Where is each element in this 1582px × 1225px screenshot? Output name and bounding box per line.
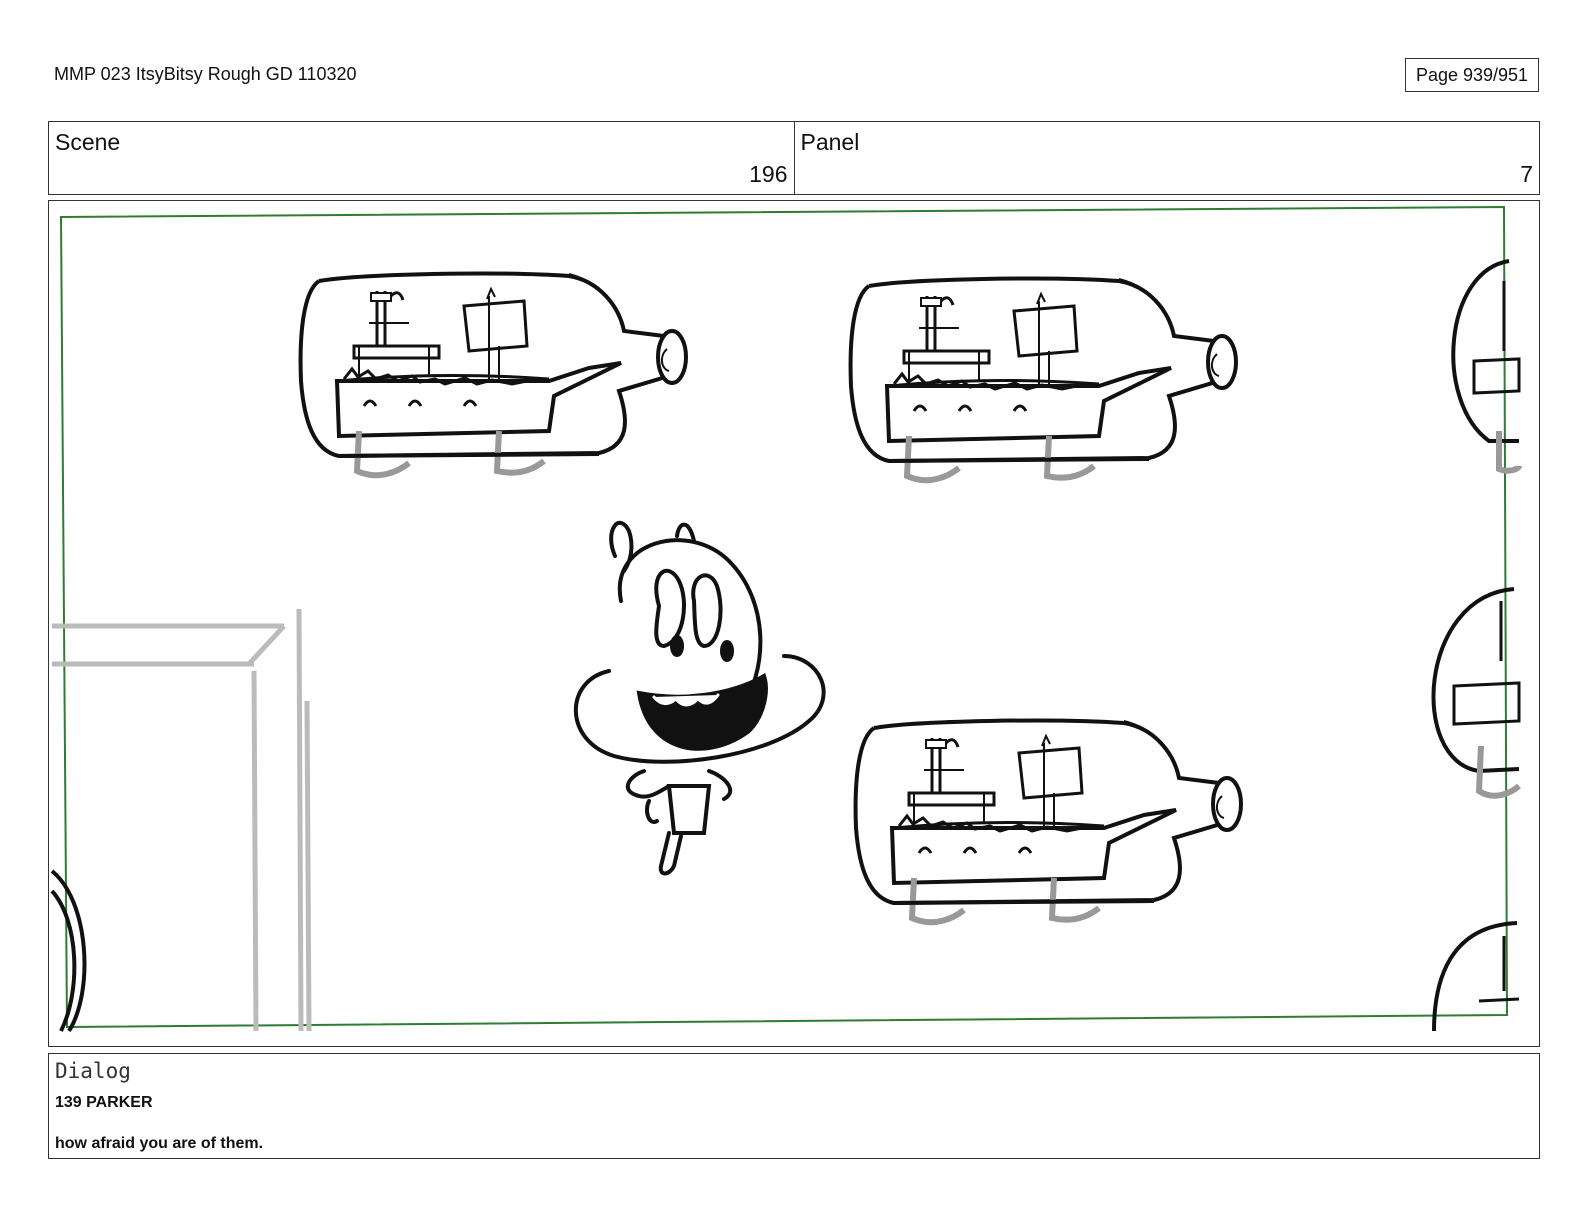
ship-in-bottle-right-edge-bottom [1432, 921, 1520, 1032]
scene-label: Scene [55, 129, 121, 155]
safe-frame [59, 205, 1509, 1029]
dialog-speaker: 139 PARKER [55, 1094, 153, 1111]
page-indicator-text: Page 939/951 [1415, 64, 1529, 85]
panel-label: Panel [800, 129, 860, 155]
ship-in-bottle-right-edge-middle [1431, 587, 1521, 799]
ship-in-bottle-top-left [301, 274, 686, 476]
dialog-line: how afraid you are of them. [55, 1135, 264, 1152]
document-title: MMP 023 ItsyBitsy Rough GD 110320 [54, 64, 357, 84]
foreground-arc [50, 869, 87, 1033]
scene-number: 196 [749, 161, 788, 187]
scene-cell: Scene 196 [49, 122, 794, 194]
storyboard-drawing [50, 205, 1522, 1033]
page-indicator: Page 939/951 [1405, 58, 1539, 92]
dialog-label: Dialog [55, 1059, 131, 1083]
ship-in-bottle-bottom-center [856, 721, 1241, 923]
ship-in-bottle-top-center [851, 279, 1236, 481]
doorway-rough-sketch [52, 608, 312, 1032]
ship-in-bottle-right-edge-top [1451, 259, 1522, 474]
dialog-box: Dialog 139 PARKER how afraid you are of … [48, 1053, 1540, 1159]
panel-number: 7 [1520, 161, 1533, 187]
storyboard-panel [48, 200, 1540, 1047]
parker-character [573, 521, 826, 876]
scene-panel-info: Scene 196 Panel 7 [48, 121, 1540, 195]
panel-cell: Panel 7 [793, 122, 1540, 194]
